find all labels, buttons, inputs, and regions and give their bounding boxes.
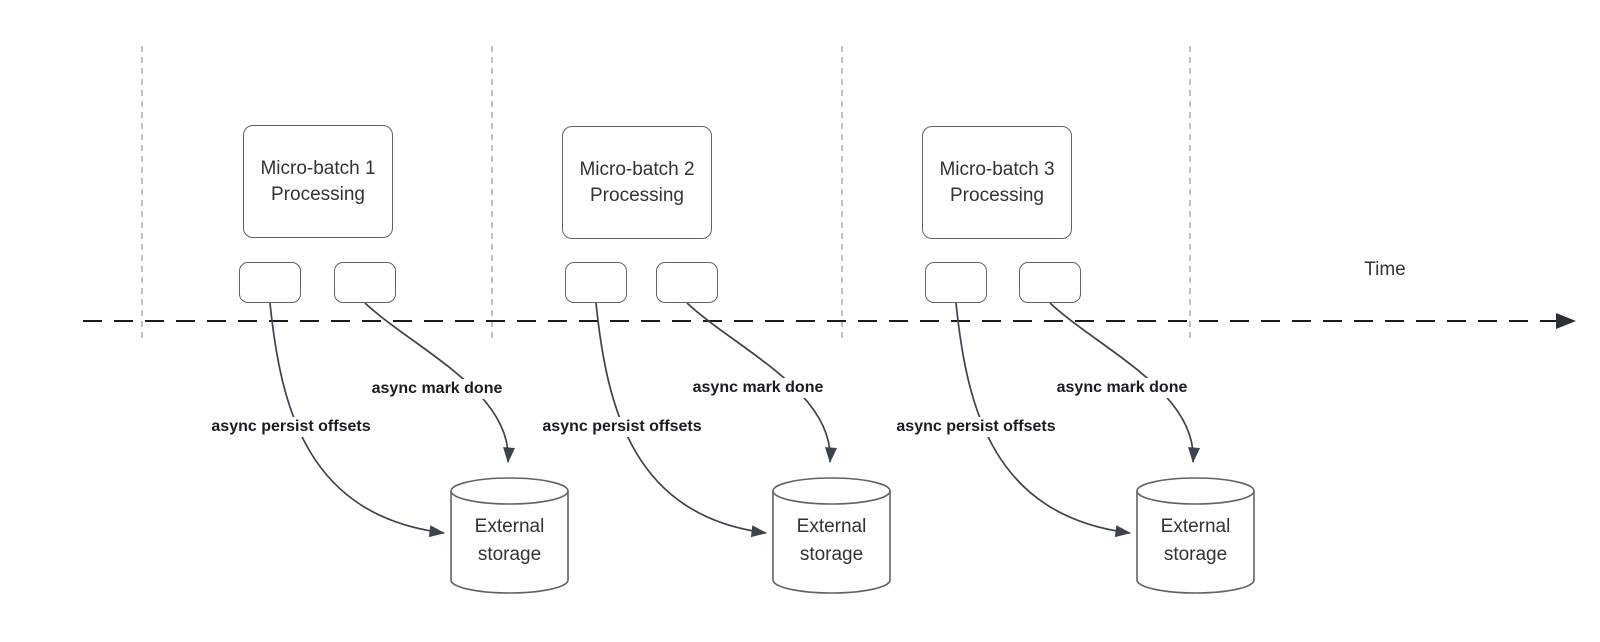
micro-batch-2-offset-task-box	[565, 262, 627, 303]
batch-interval-separators	[141, 46, 1191, 338]
cylinder-top	[772, 477, 891, 505]
time-axis-label: Time	[1364, 259, 1406, 280]
time-axis-arrowhead-icon	[1556, 313, 1576, 329]
micro-batch-3-processing-box: Micro-batch 3 Processing	[922, 126, 1072, 239]
cylinder-body	[1136, 491, 1255, 594]
storage-label-line2: storage	[1163, 544, 1228, 565]
mark-done-arrow-1	[364, 302, 515, 463]
processing-box-label-line1: Micro-batch 1	[260, 157, 376, 179]
micro-batch-2-processing-box: Micro-batch 2 Processing	[562, 126, 712, 239]
mark-done-label-3: async mark done	[1052, 378, 1192, 398]
mark-done-label-1: async mark done	[367, 379, 507, 399]
external-storage-label-1: External storage	[451, 502, 568, 580]
cylinder-top	[450, 477, 569, 505]
persist-offsets-arrow-1	[269, 302, 445, 538]
storage-label-line2: storage	[477, 544, 542, 565]
storage-label-line1: External	[474, 516, 545, 537]
persist-offsets-label-2: async persist offsets	[538, 417, 706, 437]
persist-offsets-arrow-3	[955, 302, 1131, 538]
cylinder-top	[1136, 477, 1255, 505]
processing-box-label-line2: Processing	[271, 183, 365, 205]
storage-label-line1: External	[1160, 516, 1231, 537]
storage-label-line2: storage	[799, 544, 864, 565]
micro-batch-3-offset-task-box	[925, 262, 987, 303]
persist-offsets-label-1: async persist offsets	[207, 417, 375, 437]
micro-batch-1-mark-task-box	[334, 262, 396, 303]
processing-box-label-line1: Micro-batch 3	[939, 158, 1055, 180]
micro-batch-3-mark-task-box	[1019, 262, 1081, 303]
processing-box-label-line1: Micro-batch 2	[579, 158, 695, 180]
persist-offsets-arrow-2	[595, 302, 767, 538]
processing-box-label-line2: Processing	[950, 184, 1044, 206]
micro-batch-1-processing-box: Micro-batch 1 Processing	[243, 125, 393, 238]
cylinder-body	[772, 491, 891, 594]
external-storage-cylinder-1	[450, 477, 569, 594]
external-storage-label-2: External storage	[773, 502, 890, 580]
mark-done-label-2: async mark done	[688, 378, 828, 398]
processing-box-label-line2: Processing	[590, 184, 684, 206]
external-storage-cylinder-2	[772, 477, 891, 594]
cylinder-body	[450, 491, 569, 594]
mark-done-arrow-2	[686, 302, 837, 463]
persist-offsets-label-3: async persist offsets	[892, 417, 1060, 437]
micro-batch-2-mark-task-box	[656, 262, 718, 303]
mark-done-arrow-3	[1049, 302, 1200, 463]
external-storage-label-3: External storage	[1137, 502, 1254, 580]
external-storage-cylinder-3	[1136, 477, 1255, 594]
storage-label-line1: External	[796, 516, 867, 537]
micro-batch-1-offset-task-box	[239, 262, 301, 303]
